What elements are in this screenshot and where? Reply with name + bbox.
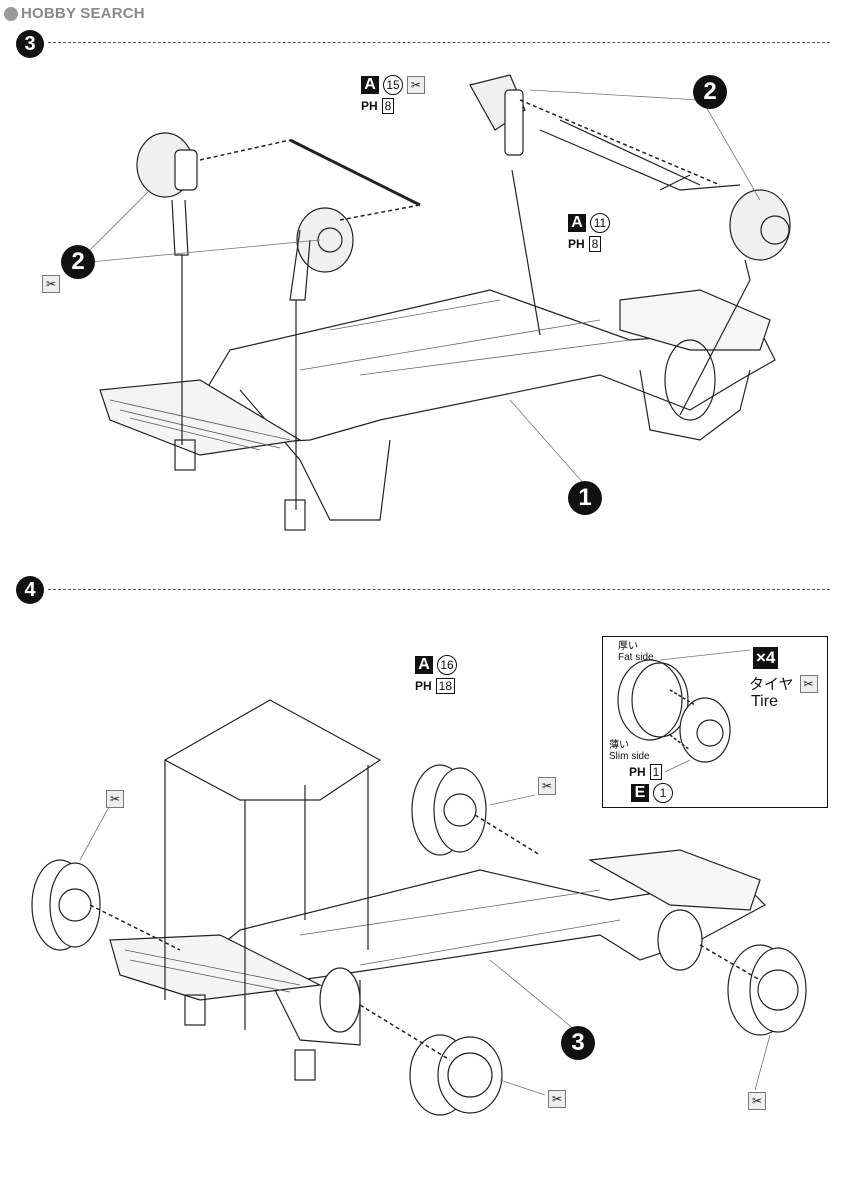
nipper-icon: ✂ (799, 674, 818, 693)
callout-2-right: 2 (693, 75, 727, 109)
nipper-icon: ✂ (748, 1092, 766, 1110)
chassis-step4 (109, 849, 766, 1081)
callout-3: 3 (561, 1026, 595, 1060)
tire-title-en: Tire (751, 693, 778, 710)
nipper-icon: ✂ (538, 777, 556, 795)
step-3-divider (48, 42, 830, 43)
nipper-icon: ✂ (42, 275, 60, 293)
watermark: HOBBY SEARCH (4, 5, 145, 22)
tire-inset-drawing (617, 649, 751, 773)
step-4-marker: 4 (16, 576, 44, 604)
tire-title: タイヤ✂ (749, 673, 818, 694)
nipper-icon: ✂ (407, 76, 425, 94)
step-4-divider (48, 589, 830, 590)
rear-suspension-step3 (469, 74, 791, 416)
upper-arm-step4 (163, 699, 382, 1030)
front-hubs-step3 (136, 132, 421, 510)
nipper-icon: ✂ (106, 790, 124, 808)
callout-1: 1 (568, 481, 602, 515)
hobby-search-logo-icon (4, 6, 18, 21)
wheels (31, 764, 807, 1116)
step-3-marker: 3 (16, 30, 44, 58)
nipper-icon: ✂ (548, 1090, 566, 1108)
callout-2-left: 2 (61, 245, 95, 279)
chassis-step3 (99, 289, 776, 531)
quantity-badge: ×4 (753, 647, 779, 669)
